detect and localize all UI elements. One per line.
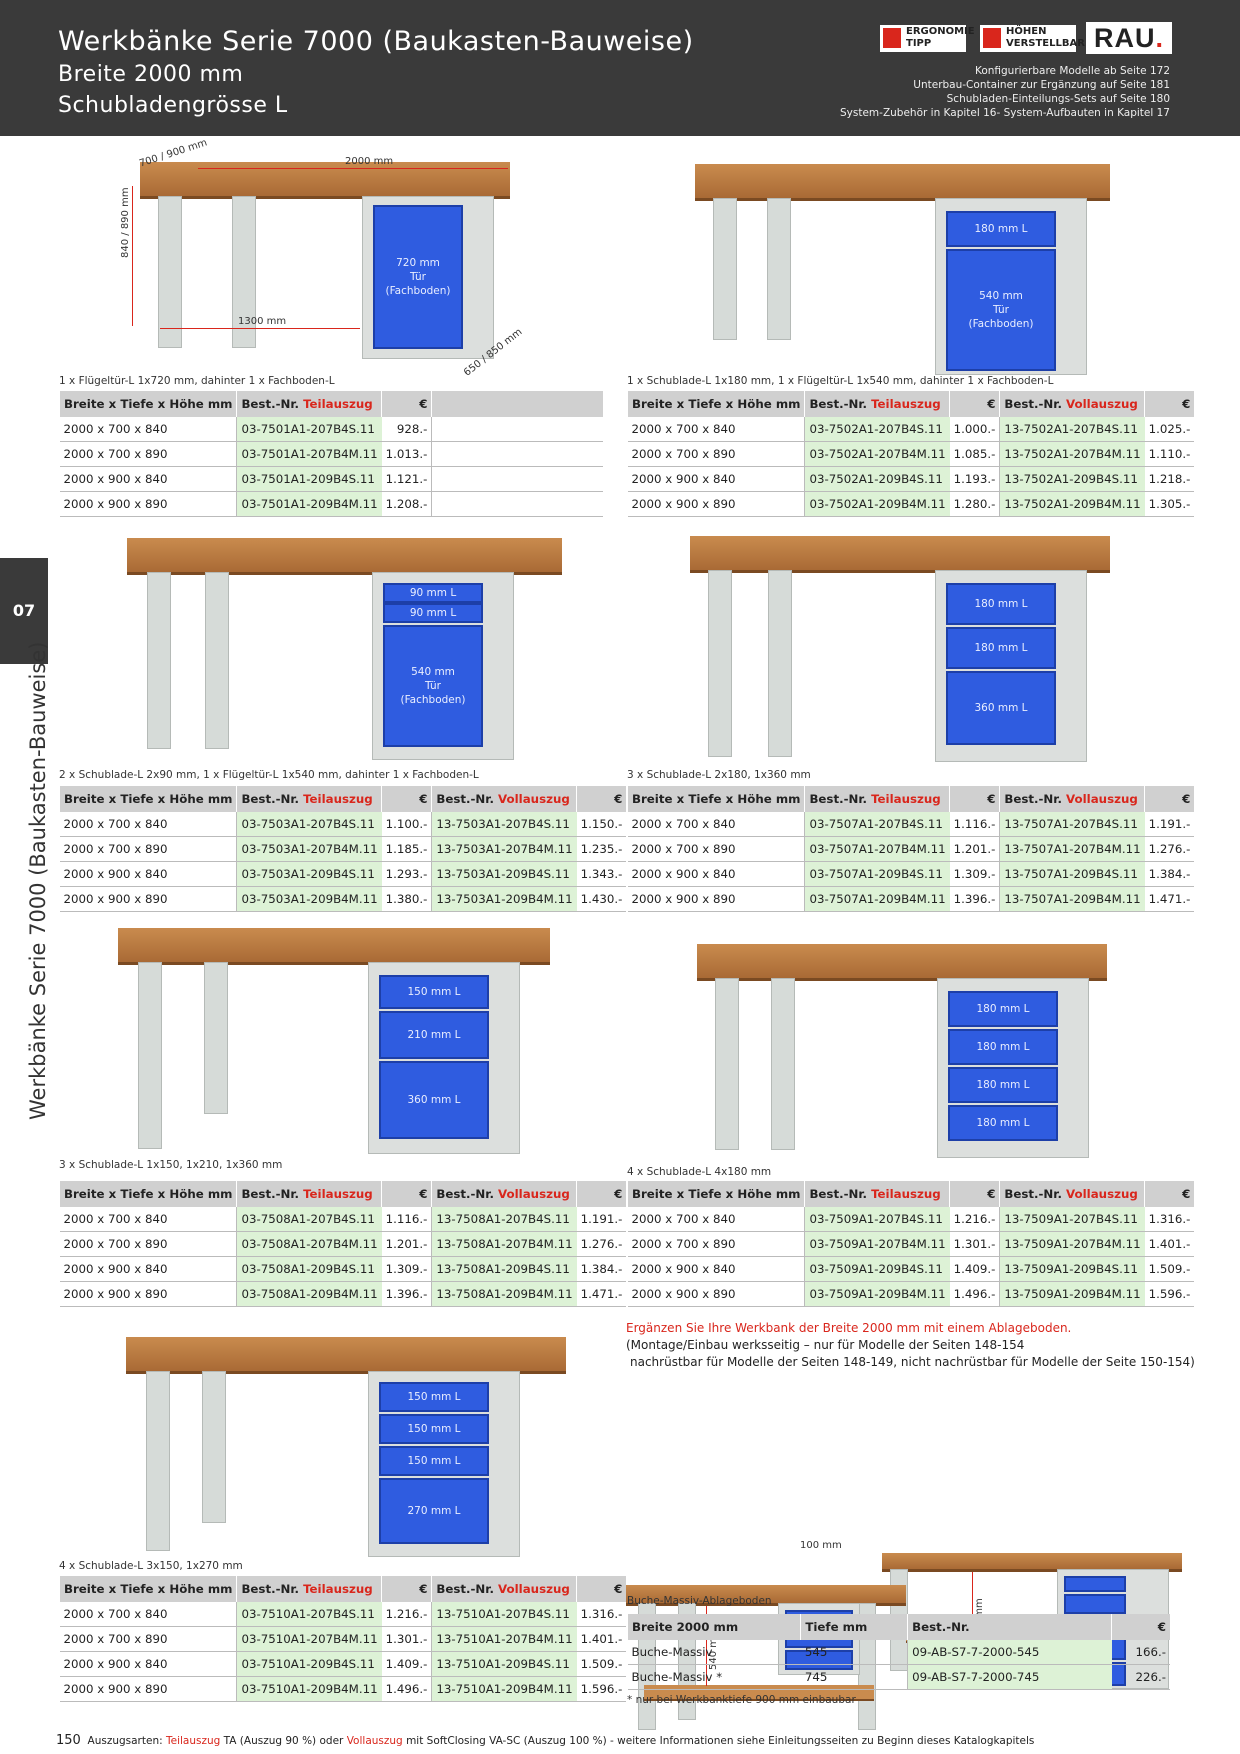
dim-100: 100 mm: [800, 1540, 842, 1551]
caption-7501: 1 x Flügeltür-L 1x720 mm, dahinter 1 x F…: [59, 375, 335, 387]
page-number: 150: [56, 1733, 81, 1748]
page-header: Werkbänke Serie 7000 (Baukasten-Bauweise…: [0, 0, 1240, 136]
page-subtitle-width: Breite 2000 mm: [58, 62, 244, 87]
bench-image-7509: 180 mm L 180 mm L 180 mm L 180 mm L: [697, 944, 1107, 1158]
hoehen-badge: HÖHEN VERSTELLBAR: [980, 25, 1085, 52]
caption-7510: 4 x Schublade-L 3x150, 1x270 mm: [59, 1560, 243, 1572]
page-title: Werkbänke Serie 7000 (Baukasten-Bauweise…: [58, 26, 694, 57]
shelf-note-red: Ergänzen Sie Ihre Werkbank der Breite 20…: [626, 1321, 1072, 1335]
page-subtitle-drawer: Schubladengrösse L: [58, 93, 288, 118]
caption-7508: 3 x Schublade-L 1x150, 1x210, 1x360 mm: [59, 1159, 283, 1171]
bench-image-7510: 150 mm L 150 mm L 150 mm L 270 mm L: [126, 1337, 566, 1557]
page-references: Konfigurierbare Modelle ab Seite 172 Unt…: [840, 65, 1170, 119]
shelf-caption: Buche-Massiv-Ablageboden: [627, 1595, 772, 1607]
shelf-note-3: nachrüstbar für Modelle der Seiten 148-1…: [630, 1355, 1195, 1369]
shelf-note-2: (Montage/Einbau werksseitig – nur für Mo…: [626, 1338, 1025, 1352]
ergonomie-badge: ERGONOMIE TIPP: [880, 25, 975, 52]
caption-7503: 2 x Schublade-L 2x90 mm, 1 x Flügeltür-L…: [59, 769, 479, 781]
bench-image-7507: 180 mm L 180 mm L 360 mm L: [690, 536, 1110, 762]
caption-7509: 4 x Schublade-L 4x180 mm: [627, 1166, 772, 1178]
rau-logo: RAU.: [1086, 22, 1172, 54]
caption-7502: 1 x Schublade-L 1x180 mm, 1 x Flügeltür-…: [627, 375, 1054, 387]
caption-7507: 3 x Schublade-L 2x180, 1x360 mm: [627, 769, 811, 781]
chapter-side-title: Werkbänke Serie 7000 (Baukasten-Bauweise…: [26, 641, 50, 1120]
chapter-tab: 07: [0, 558, 48, 664]
shelf-footnote: * nur bei Werkbanktiefe 900 mm einbaubar: [627, 1694, 856, 1706]
page-footer: 150 Auszugsarten: Teilauszug TA (Auszug …: [56, 1733, 1035, 1748]
bench-image-7508: 150 mm L 210 mm L 360 mm L: [118, 928, 550, 1154]
ergonomie-icon: [883, 28, 901, 48]
height-adjust-icon: [983, 28, 1001, 48]
